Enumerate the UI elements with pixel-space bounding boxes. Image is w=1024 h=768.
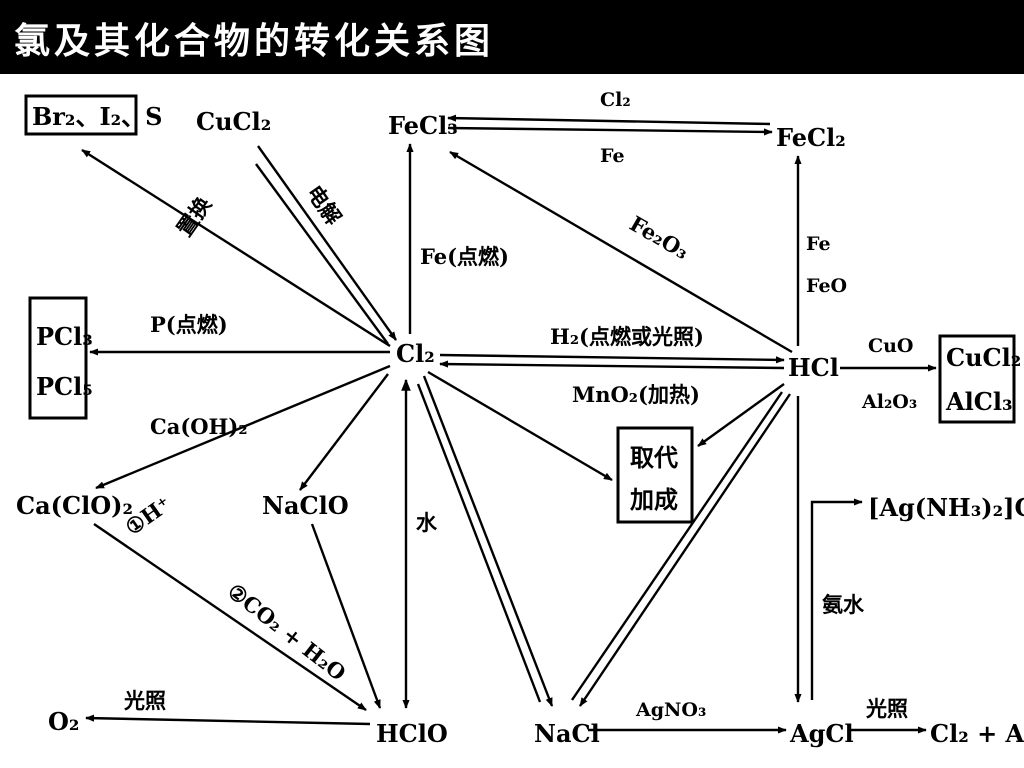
- node-cucl2-top: CuCl₂: [196, 107, 271, 136]
- label-fe: Fe: [806, 233, 831, 255]
- label-light-agcl: 光照: [865, 696, 908, 721]
- label-p-ignite: P(点燃): [150, 312, 228, 337]
- label-fe-ignite: Fe(点燃): [420, 244, 509, 269]
- label-caoh2: Ca(OH)₂: [150, 414, 248, 439]
- arrow-hcl-to-fecl3: [449, 150, 793, 354]
- label-water: 水: [416, 510, 438, 535]
- label-electrolysis: 电解: [302, 181, 347, 230]
- label-h2-ignite-light: H₂(点燃或光照): [550, 324, 704, 349]
- node-o2: O₂: [48, 707, 79, 736]
- br-i-s-box: [24, 94, 138, 136]
- arrow-fecl2-to-fecl3: [447, 114, 771, 126]
- arrow-cl2-to-cucl2: [255, 163, 389, 345]
- arrow-hcl-to-addition: [697, 383, 785, 447]
- arrow-cl2-to-br-i-s: [81, 148, 391, 348]
- node-cl2: Cl₂: [396, 339, 435, 368]
- arrow-cl2-to-naclo: [299, 373, 389, 491]
- label-displacement: 置换: [172, 191, 217, 241]
- label-fecl2-to-fecl3: Cl₂: [600, 89, 631, 111]
- arrow-agcl-to-ag-nh3: [810, 498, 863, 700]
- node-hcl: HCl: [788, 353, 839, 382]
- node-pcl3: PCl₃: [36, 322, 93, 351]
- label-fecl3-to-fecl2: Fe: [600, 145, 625, 167]
- node-cl2-ag: Cl₂ + Ag: [930, 719, 1024, 748]
- node-br-i-s: Br₂、I₂、S: [32, 102, 163, 131]
- label-light-o2: 光照: [123, 688, 166, 713]
- arrow-cl2-to-nacl: [422, 375, 554, 707]
- arrow-hcl-to-nacl: [579, 393, 791, 707]
- label-ammonia-water: 氨水: [822, 592, 865, 617]
- conversion-diagram: Br₂、I₂、S CuCl₂ FeCl₃ FeCl₂ PCl₃ PCl₅ Cl₂…: [16, 89, 1024, 748]
- arrow-naclo-to-hclo: [310, 523, 382, 709]
- node-hclo: HClO: [376, 719, 448, 748]
- node-nacl: NaCl: [534, 719, 600, 748]
- node-substitution: 取代: [630, 443, 678, 472]
- title-bar: 氯及其化合物的转化关系图: [0, 0, 1024, 74]
- label-feo: FeO: [806, 275, 847, 297]
- arrow-nacl-to-cl2: [416, 383, 542, 703]
- node-cucl2-box: CuCl₂: [946, 343, 1021, 372]
- arrow-cl2-to-caclo2: [95, 364, 391, 490]
- label-agno3: AgNO₃: [635, 699, 706, 721]
- substitution-addition-box: [616, 426, 694, 524]
- arrow-hcl-to-cl2: [439, 360, 785, 370]
- label-al2o3: Al₂O₃: [861, 391, 917, 413]
- arrow-cucl2-to-cl2: [257, 145, 397, 341]
- label-cuo: CuO: [868, 335, 914, 357]
- arrow-caclo2-to-hclo: [93, 523, 367, 711]
- node-ag-nh3: [Ag(NH₃)₂]Cl: [868, 493, 1024, 522]
- node-fecl3: FeCl₃: [388, 111, 458, 140]
- pcl-box: [28, 296, 88, 420]
- label-mno2-heat: MnO₂(加热): [572, 382, 700, 407]
- node-agcl: AgCl: [789, 719, 854, 748]
- node-fecl2: FeCl₂: [776, 123, 846, 152]
- label-fe2o3: Fe₂O₃: [626, 211, 694, 265]
- arrow-hclo-to-o2: [85, 714, 371, 726]
- node-naclo: NaClO: [262, 491, 349, 520]
- arrow-nacl-to-hcl: [571, 391, 783, 701]
- node-alcl3-box: AlCl₃: [945, 387, 1012, 416]
- label-step2-co2-h2o: ②CO₂ + H₂O: [223, 578, 351, 685]
- arrow-fecl3-to-fecl2: [447, 126, 773, 136]
- page-title: 氯及其化合物的转化关系图: [14, 20, 495, 62]
- node-pcl5: PCl₅: [36, 372, 93, 401]
- arrow-cl2-to-hcl: [439, 353, 785, 364]
- arrow-cl2-to-substitution: [427, 370, 613, 482]
- cucl2-alcl3-box: [938, 334, 1016, 424]
- node-caclo2: Ca(ClO)₂: [16, 491, 133, 520]
- node-addition: 加成: [630, 485, 678, 514]
